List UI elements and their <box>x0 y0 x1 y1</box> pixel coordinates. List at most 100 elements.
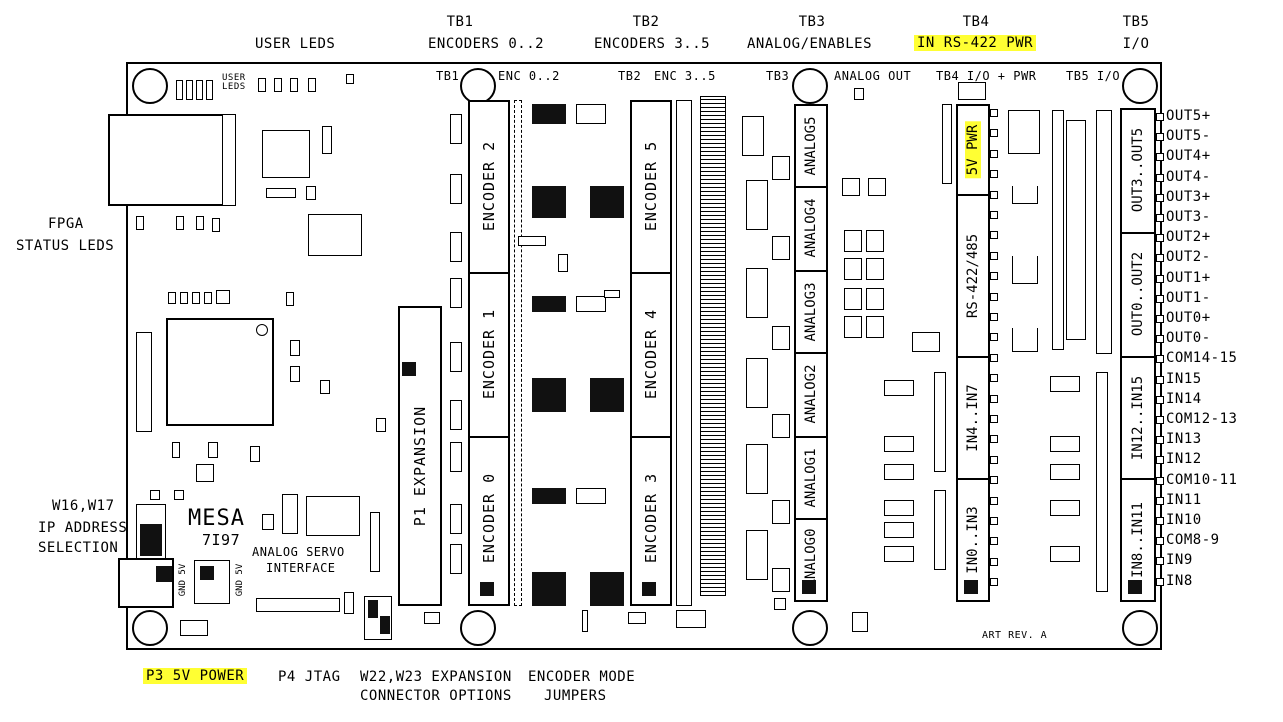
p4-jtag-header[interactable] <box>256 598 340 612</box>
analog1-label: ANALOG1 <box>803 448 819 508</box>
capacitor-icon <box>772 500 790 524</box>
transistor-icon <box>866 230 884 252</box>
section-divider <box>468 272 510 274</box>
board-tb2-label: TB2 <box>618 69 642 83</box>
tb4-pin-icon <box>990 190 998 199</box>
led-icon <box>176 216 184 230</box>
tb4-pin-icon <box>990 333 998 342</box>
analog4-label: ANALOG4 <box>803 198 819 258</box>
led-icon <box>212 218 220 232</box>
tb4-pin-icon <box>990 394 998 403</box>
tb4-pin-icon <box>990 415 998 423</box>
driver-chip-icon <box>576 104 606 124</box>
resistor-icon <box>628 612 646 624</box>
pin1-icon <box>642 582 656 596</box>
tb5-title: TB5 <box>1122 14 1150 30</box>
crystal-icon <box>196 464 214 482</box>
board-enc02-label: ENC 0..2 <box>498 69 560 83</box>
tb5-pin-label: COM12-13 <box>1166 411 1238 427</box>
tb5-pin-label: IN9 <box>1166 552 1193 569</box>
tb5-terminal-block[interactable] <box>1120 108 1156 602</box>
driver-chip-icon <box>532 378 566 412</box>
resistor-icon <box>258 78 266 92</box>
optocoupler-icon <box>884 380 914 396</box>
resistor-icon <box>180 292 188 304</box>
mounting-hole-icon <box>132 68 168 104</box>
tb5-pin-icon <box>1156 133 1164 142</box>
tb5-pin-icon <box>1156 153 1164 162</box>
capacitor-icon <box>290 340 300 356</box>
optocoupler-icon <box>1050 376 1080 392</box>
led-icon <box>176 80 183 100</box>
resistor-icon <box>604 290 620 298</box>
resistor-array <box>942 104 952 184</box>
opamp-icon <box>746 268 768 318</box>
section-divider <box>956 194 990 196</box>
transceiver-icon <box>1012 186 1038 204</box>
encoder-mode-jumpers[interactable] <box>700 96 726 596</box>
resistor-icon <box>274 78 282 92</box>
capacitor-icon <box>772 568 790 592</box>
tb4-pin-icon <box>990 170 998 179</box>
optocoupler-icon <box>884 464 914 480</box>
tb5-pin-label: OUT1- <box>1166 289 1211 306</box>
p1-expansion-connector[interactable] <box>398 306 442 606</box>
encoder-4-label: ENCODER 4 <box>642 308 660 400</box>
tb4-pin-icon <box>990 455 998 464</box>
mounting-hole-icon <box>132 610 168 646</box>
capacitor-icon <box>172 442 180 458</box>
tb5-pin-icon <box>1156 214 1164 222</box>
capacitor-icon <box>376 418 386 432</box>
resistor-icon <box>290 78 298 92</box>
resistor-icon <box>424 612 440 624</box>
capacitor-icon <box>676 610 706 628</box>
tb5-pin-icon <box>1156 557 1164 566</box>
resistor-array <box>934 372 946 472</box>
resistor-array <box>136 332 152 432</box>
tb5-pin-icon <box>1156 476 1164 485</box>
capacitor-icon <box>344 592 354 614</box>
opamp-icon <box>746 530 768 580</box>
tb5-pin-label: OUT2+ <box>1166 229 1211 246</box>
tb5-pin-icon <box>1156 294 1164 303</box>
optocoupler-icon <box>1050 546 1080 562</box>
tb4-pin-icon <box>990 517 998 525</box>
tb4-pin-icon <box>990 251 998 260</box>
opamp-icon <box>746 358 768 408</box>
ip-address-label: IP ADDRESS <box>38 520 128 536</box>
tb4-pin-icon <box>990 578 998 587</box>
optocoupler-icon <box>884 546 914 562</box>
section-divider <box>956 478 990 480</box>
in4-in7-label: IN4..IN7 <box>965 384 981 452</box>
fuse-icon <box>958 82 986 100</box>
tb1-terminal-block[interactable] <box>468 100 510 606</box>
tb4-pin-icon <box>990 476 998 485</box>
tb3-title: TB3 <box>798 14 826 30</box>
section-divider <box>1120 356 1156 358</box>
resistor-icon <box>450 342 462 372</box>
rs422-label: RS-422/485 <box>965 233 981 319</box>
tb4-terminal-block[interactable] <box>956 104 990 602</box>
board-analog-out-label: ANALOG OUT <box>834 69 912 83</box>
tb5-pin-label: OUT4- <box>1166 168 1211 185</box>
led-icon <box>196 216 204 230</box>
pin-icon <box>200 566 214 580</box>
tb2-terminal-block[interactable] <box>630 100 672 606</box>
analog3-label: ANALOG3 <box>803 282 819 342</box>
tb5-pin-label: IN10 <box>1166 512 1202 528</box>
tb5-pin-icon <box>1156 537 1164 546</box>
encoder-2-label: ENCODER 2 <box>480 140 498 232</box>
capacitor-icon <box>842 178 860 196</box>
tb5-pin-icon <box>1156 113 1164 121</box>
opamp-icon <box>746 180 768 230</box>
driver-chip-icon <box>590 572 624 606</box>
tb5-pin-label: COM10-11 <box>1166 471 1238 488</box>
resistor-icon <box>346 74 354 84</box>
tb5-pin-label: OUT2- <box>1166 249 1211 266</box>
transceiver-icon <box>1012 256 1038 284</box>
tb5-pin-label: IN15 <box>1166 370 1202 387</box>
board-enc35-label: ENC 3..5 <box>654 69 716 83</box>
transistor-icon <box>866 288 884 310</box>
mounting-hole-icon <box>460 610 496 646</box>
capacitor-icon <box>772 236 790 260</box>
